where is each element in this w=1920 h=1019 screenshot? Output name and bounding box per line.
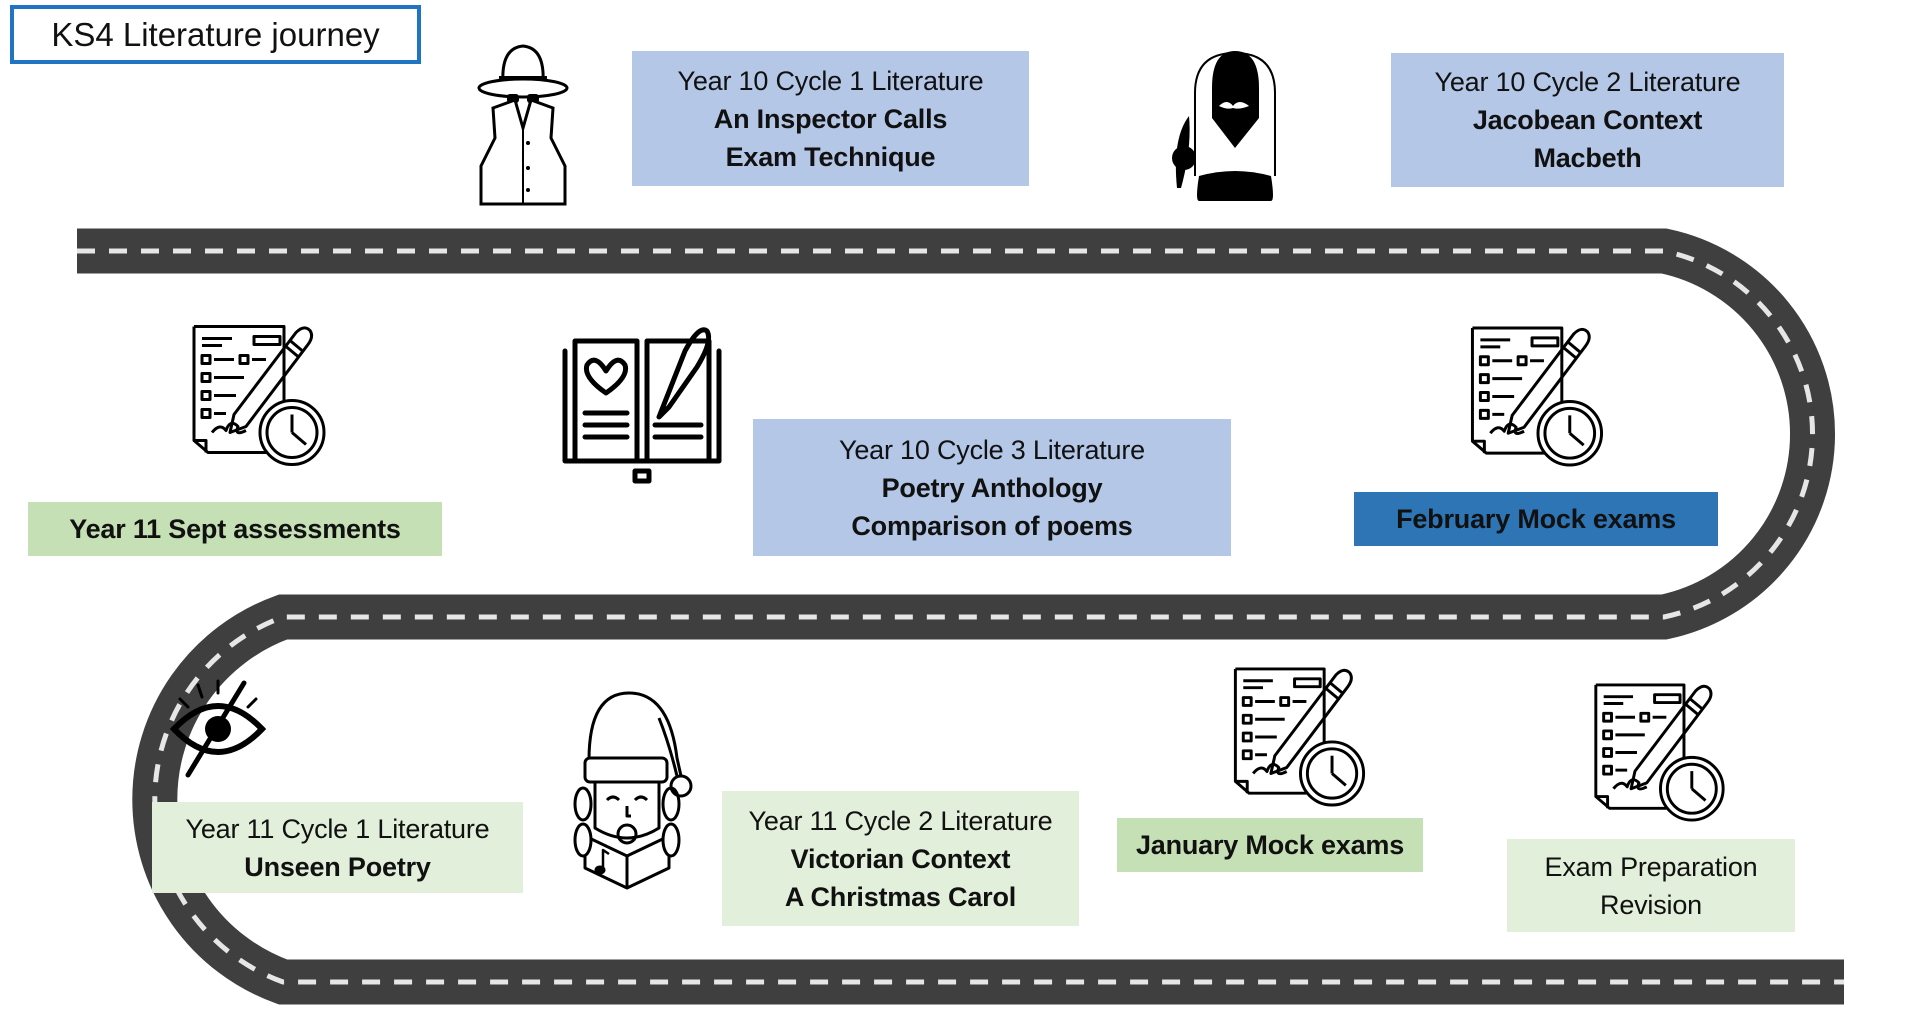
- stage-topic: January Mock exams: [1135, 830, 1405, 860]
- stage-topic: Exam Technique: [725, 141, 936, 172]
- stage-box-sept-assess: Year 11 Sept assessments: [28, 502, 442, 556]
- stage-heading: Year 10 Cycle 2 Literature: [1434, 67, 1741, 97]
- stage-topic: Poetry Anthology: [881, 472, 1103, 503]
- detective-icon: [473, 38, 573, 206]
- stage-box-y11c2: Year 11 Cycle 2 Literature Victorian Con…: [722, 791, 1079, 926]
- stage-heading: Year 11 Cycle 2 Literature: [748, 805, 1053, 836]
- stage-box-y10c1: Year 10 Cycle 1 Literature An Inspector …: [632, 51, 1029, 186]
- exam-paper-clock-icon: [1587, 681, 1731, 823]
- exam-paper-clock-icon: [1227, 665, 1371, 808]
- stage-heading: Year 11 Cycle 1 Literature: [185, 813, 490, 844]
- stage-heading: Revision: [1600, 889, 1702, 920]
- stage-topic: An Inspector Calls: [713, 103, 948, 134]
- caroler-icon: [569, 688, 702, 891]
- exam-paper-clock-icon: [1464, 324, 1609, 468]
- stage-topic: Comparison of poems: [851, 510, 1133, 541]
- stage-topic: Victorian Context: [790, 843, 1011, 874]
- stage-box-exam-prep: Exam Preparation Revision: [1507, 839, 1795, 932]
- stage-box-feb-mock: February Mock exams: [1354, 492, 1718, 546]
- stage-box-y10c2: Year 10 Cycle 2 Literature Jacobean Cont…: [1391, 53, 1784, 187]
- stage-heading: Year 10 Cycle 3 Literature: [839, 434, 1145, 465]
- stage-topic: Unseen Poetry: [244, 851, 431, 882]
- stage-heading: Year 10 Cycle 1 Literature: [677, 65, 984, 96]
- poetry-book-quill-icon: [557, 321, 727, 487]
- eye-slash-icon: [168, 677, 269, 779]
- stage-topic: Year 11 Sept assessments: [69, 514, 401, 544]
- exam-paper-clock-icon: [186, 322, 331, 468]
- shakespeare-icon: [1167, 48, 1292, 201]
- stage-box-y11c1: Year 11 Cycle 1 Literature Unseen Poetry: [152, 802, 523, 893]
- stage-heading: Exam Preparation: [1544, 851, 1758, 882]
- road-centre-line: [77, 248, 1844, 985]
- page-title: KS4 Literature journey: [10, 5, 421, 64]
- stage-box-jan-mock: January Mock exams: [1117, 818, 1423, 872]
- stage-topic: A Christmas Carol: [784, 881, 1017, 912]
- stage-topic: Macbeth: [1533, 143, 1642, 173]
- stage-topic: February Mock exams: [1396, 504, 1676, 534]
- stage-box-y10c3: Year 10 Cycle 3 Literature Poetry Anthol…: [753, 419, 1231, 556]
- stage-topic: Jacobean Context: [1472, 105, 1703, 135]
